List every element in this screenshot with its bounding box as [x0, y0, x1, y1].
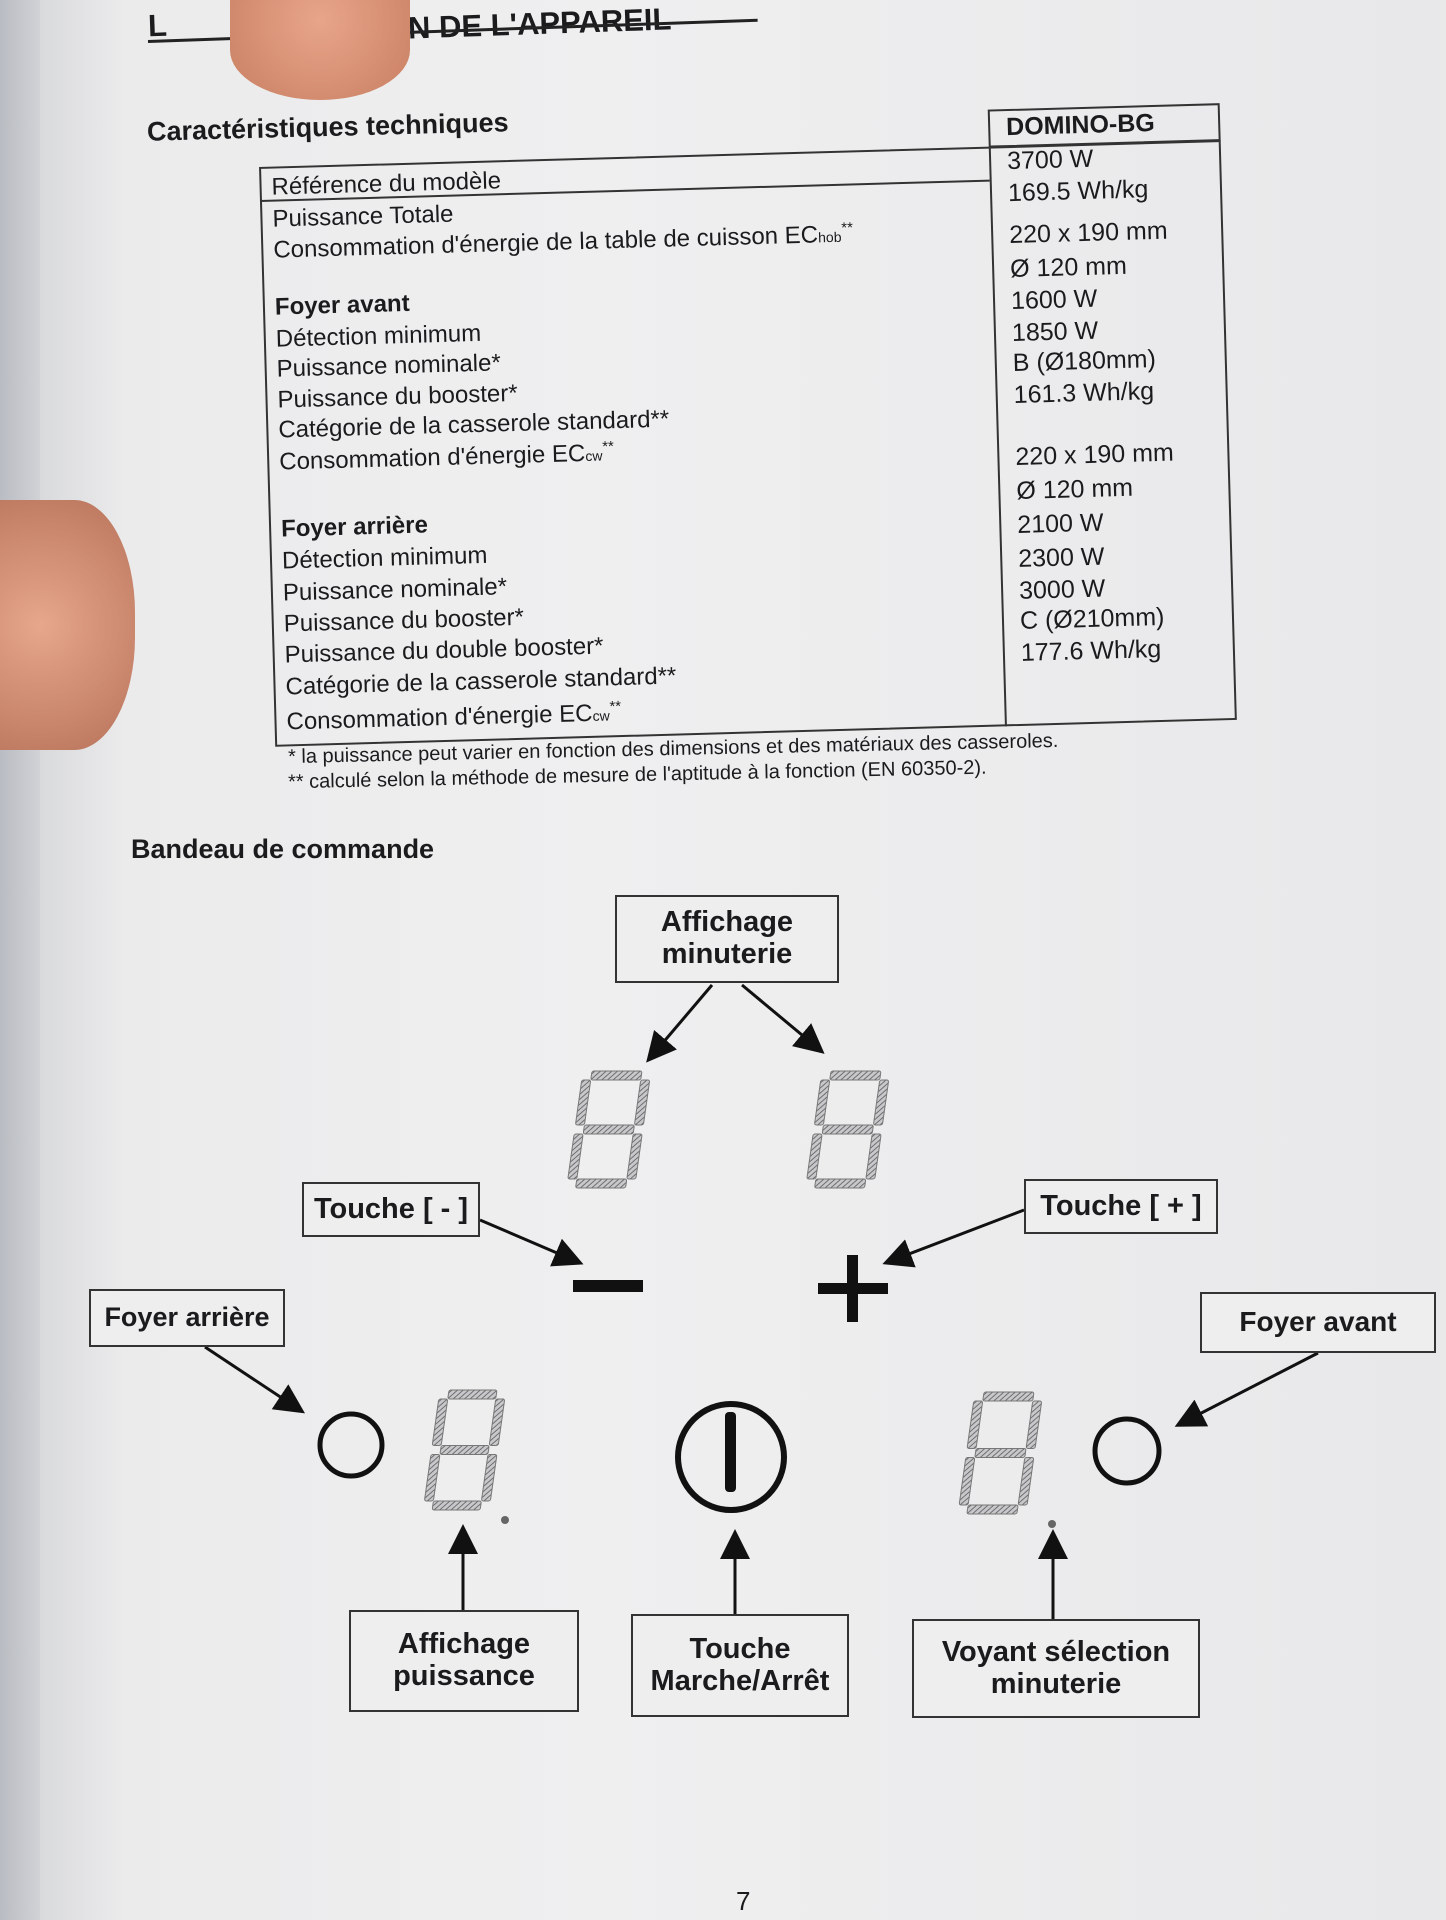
decimal-dot	[1048, 1520, 1056, 1528]
power-button-icon	[675, 1401, 787, 1513]
label-minus-key: Touche [ - ]	[302, 1182, 480, 1237]
digit-segment	[431, 1500, 482, 1511]
arrow	[741, 983, 825, 1054]
thumb	[230, 0, 410, 100]
label-front-zone: Foyer avant	[1200, 1292, 1436, 1353]
label-line: puissance	[393, 1660, 535, 1692]
label-line: Affichage	[397, 1628, 531, 1661]
arrow	[646, 984, 714, 1063]
digit-segment	[865, 1133, 882, 1180]
digit-segment	[424, 1454, 441, 1502]
timer-digit-right	[806, 1070, 889, 1189]
digit-segment	[1017, 1457, 1035, 1506]
digit-segment	[829, 1070, 882, 1081]
finger	[0, 500, 135, 750]
front-zone-button-icon	[1092, 1416, 1162, 1486]
label-line: Touche	[689, 1632, 791, 1665]
digit-segment	[488, 1398, 505, 1446]
digit-segment	[966, 1400, 983, 1449]
arrow	[1174, 1351, 1319, 1427]
page-number: 7	[736, 1886, 751, 1916]
digit-segment	[873, 1079, 889, 1126]
rear-zone-button-icon	[317, 1411, 385, 1479]
digit-segment	[590, 1070, 643, 1081]
digit-segment	[567, 1133, 584, 1180]
timer-digit-left	[567, 1070, 650, 1189]
arrow	[204, 1345, 306, 1414]
digit-segment	[814, 1079, 830, 1126]
digit-segment	[966, 1504, 1019, 1515]
digit-segment	[1025, 1400, 1042, 1449]
label-plus-key: Touche [ + ]	[1024, 1179, 1218, 1234]
decimal-dot	[501, 1516, 509, 1524]
plus-key-icon	[818, 1255, 888, 1322]
digit-segment	[806, 1133, 823, 1180]
digit-segment	[582, 1124, 635, 1135]
digit-segment	[814, 1178, 867, 1189]
label-line: Affichage	[660, 906, 794, 939]
label-line: minuterie	[661, 938, 793, 970]
minus-key-icon	[573, 1280, 643, 1292]
arrow	[479, 1218, 584, 1267]
label-line: Marche/Arrêt	[650, 1664, 830, 1697]
rear-power-digit	[424, 1389, 505, 1511]
label-rear-zone: Foyer arrière	[89, 1289, 285, 1347]
label-line: minuterie	[990, 1667, 1122, 1700]
digit-segment	[958, 1457, 976, 1506]
front-power-digit	[958, 1391, 1042, 1515]
panel-title: Bandeau de commande	[131, 834, 435, 864]
digit-segment	[626, 1133, 643, 1180]
digit-segment	[431, 1398, 448, 1446]
digit-segment	[575, 1178, 628, 1189]
digit-segment	[982, 1391, 1035, 1402]
digit-segment	[481, 1454, 498, 1502]
digit-segment	[447, 1389, 498, 1400]
digit-segment	[439, 1445, 490, 1455]
digit-segment	[821, 1124, 874, 1135]
label-line: Voyant sélection	[941, 1635, 1171, 1668]
digit-segment	[575, 1079, 591, 1126]
arrow	[882, 1208, 1025, 1268]
digit-segment	[634, 1079, 650, 1126]
digit-segment	[974, 1448, 1027, 1458]
